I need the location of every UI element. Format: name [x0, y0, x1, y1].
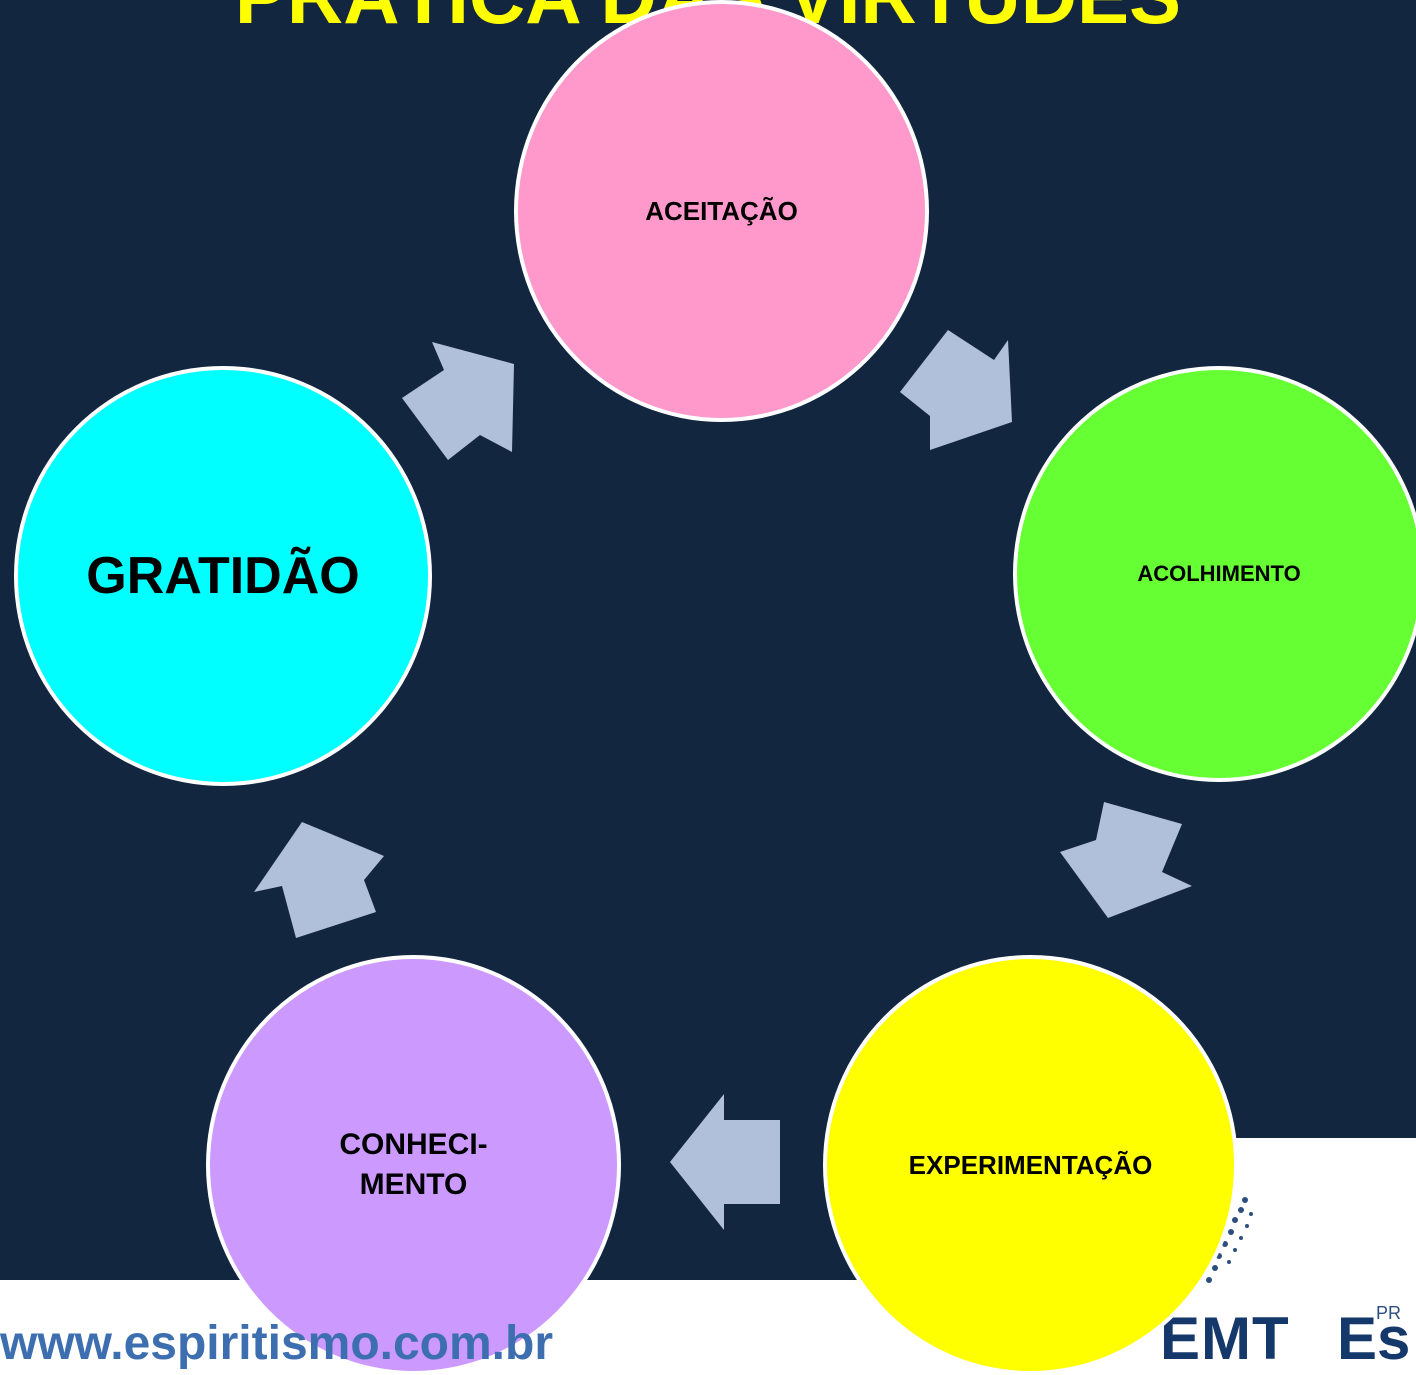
arrow-aceitacao-to-acolhimento	[900, 330, 1012, 450]
circle-experimentacao: EXPERIMENTAÇÃO	[823, 955, 1238, 1375]
logo-text: EMT	[1160, 1305, 1290, 1372]
footer-url[interactable]: www.espiritismo.com.br	[0, 1317, 554, 1370]
circle-gratidao: GRATIDÃO	[14, 366, 432, 786]
arrow-acolhimento-to-experimentacao	[1060, 802, 1192, 918]
circle-label-aceitacao: ACEITAÇÃO	[645, 195, 798, 226]
arrow-gratidao-to-aceitacao	[402, 342, 514, 460]
arrow-experimentacao-to-conhecimento	[670, 1094, 780, 1230]
logo-dots-icon	[1206, 1197, 1253, 1283]
circle-label-gratidao: GRATIDÃO	[86, 547, 360, 605]
logo-text-2: Es	[1337, 1305, 1411, 1372]
logo-small-text: PR	[1376, 1303, 1402, 1323]
circle-label-conhecimento: CONHECI- MENTO	[339, 1128, 488, 1201]
arrow-conhecimento-to-gratidao	[254, 822, 384, 938]
circle-aceitacao: ACEITAÇÃO	[514, 0, 929, 422]
circle-acolhimento: ACOLHIMENTO	[1013, 366, 1416, 782]
circle-conhecimento: CONHECI- MENTO	[206, 955, 621, 1375]
circle-label-experimentacao: EXPERIMENTAÇÃO	[908, 1149, 1153, 1180]
circle-label-acolhimento: ACOLHIMENTO	[1137, 561, 1301, 586]
